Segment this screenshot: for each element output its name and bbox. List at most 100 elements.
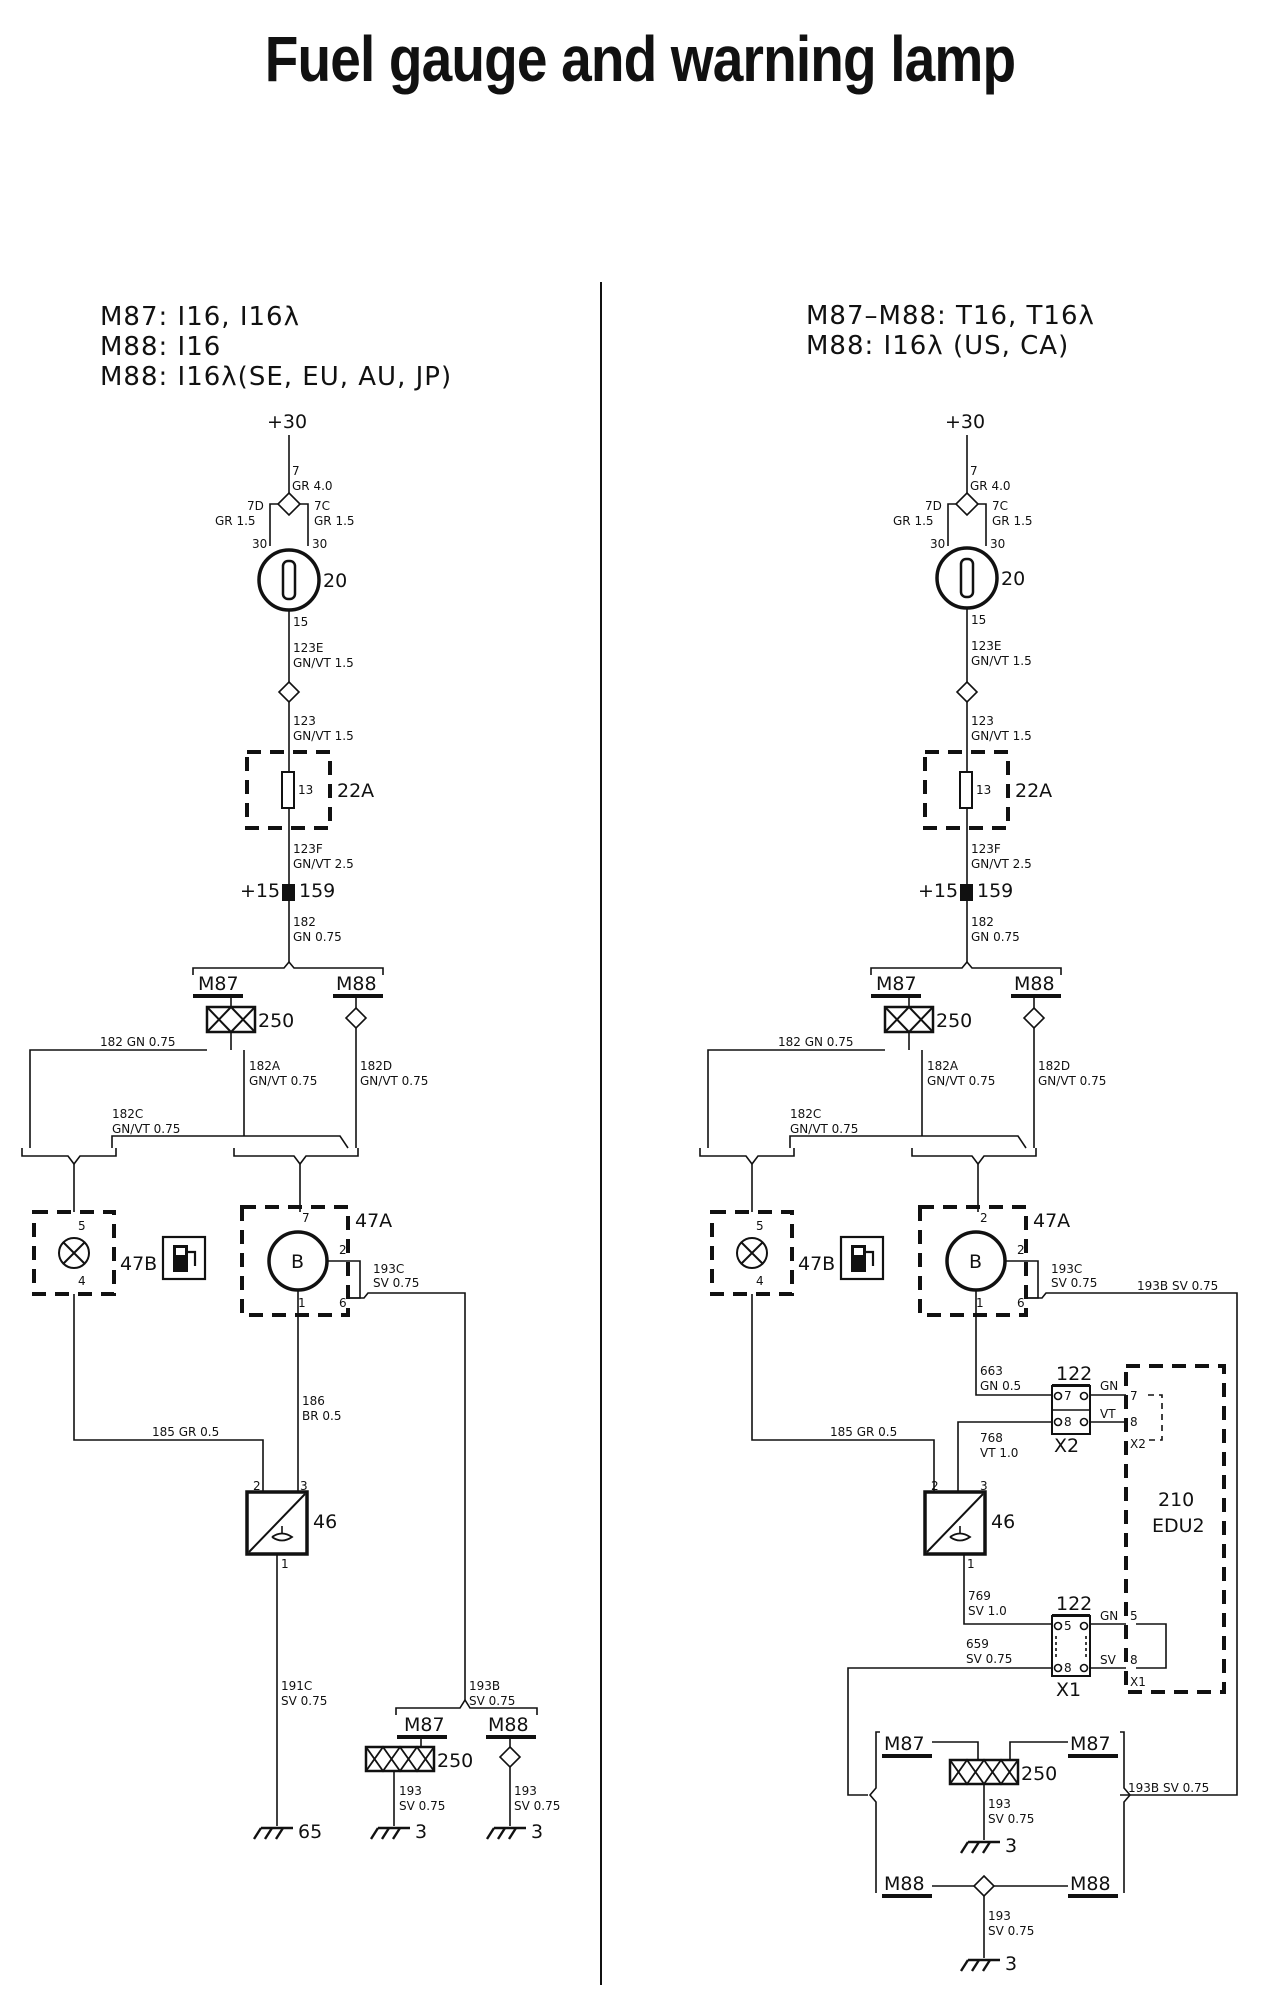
svg-text:182: 182 bbox=[971, 915, 994, 929]
svg-text:GR 1.5: GR 1.5 bbox=[893, 514, 934, 528]
svg-text:185 GR 0.5: 185 GR 0.5 bbox=[830, 1425, 897, 1439]
svg-text:4: 4 bbox=[78, 1274, 86, 1288]
svg-text:7: 7 bbox=[970, 464, 978, 478]
svg-text:GN/VT 2.5: GN/VT 2.5 bbox=[971, 857, 1032, 871]
svg-text:193: 193 bbox=[988, 1909, 1011, 1923]
svg-text:7: 7 bbox=[1064, 1389, 1072, 1403]
svg-text:47B: 47B bbox=[798, 1253, 835, 1275]
svg-text:M87: M87 bbox=[404, 1714, 445, 1736]
ign-terminal-label: +15 bbox=[240, 880, 280, 902]
svg-text:SV: SV bbox=[1100, 1653, 1117, 1667]
svg-text:GN/VT 0.75: GN/VT 0.75 bbox=[927, 1074, 995, 1088]
svg-text:22A: 22A bbox=[1015, 780, 1052, 802]
svg-text:663: 663 bbox=[980, 1364, 1003, 1378]
svg-text:182 GN 0.75: 182 GN 0.75 bbox=[778, 1035, 854, 1049]
ignition-switch-label: 20 bbox=[323, 570, 347, 592]
left-variant-line-2: M88: I16 bbox=[100, 332, 221, 362]
svg-text:SV 0.75: SV 0.75 bbox=[399, 1799, 445, 1813]
svg-text:SV 0.75: SV 0.75 bbox=[373, 1276, 419, 1290]
svg-text:7: 7 bbox=[302, 1211, 310, 1225]
ignition-switch bbox=[257, 548, 321, 612]
svg-text:6: 6 bbox=[339, 1296, 347, 1310]
svg-text:BR 0.5: BR 0.5 bbox=[302, 1409, 341, 1423]
svg-text:185 GR 0.5: 185 GR 0.5 bbox=[152, 1425, 219, 1439]
fuel-pump-icon bbox=[839, 1235, 885, 1281]
svg-text:182A: 182A bbox=[927, 1059, 959, 1073]
svg-text:GN 0.5: GN 0.5 bbox=[980, 1379, 1021, 1393]
sender-label: 46 bbox=[313, 1511, 337, 1533]
svg-text:182C: 182C bbox=[790, 1107, 821, 1121]
left-variant-line-1: M87: I16, I16λ bbox=[100, 302, 300, 332]
svg-text:30: 30 bbox=[990, 537, 1005, 551]
svg-text:GN/VT 1.5: GN/VT 1.5 bbox=[293, 656, 354, 670]
supply-terminal-label: +30 bbox=[267, 411, 307, 433]
svg-text:20: 20 bbox=[1001, 568, 1025, 590]
fuse-box-label: 22A bbox=[337, 780, 374, 802]
svg-text:182D: 182D bbox=[1038, 1059, 1070, 1073]
svg-text:182: 182 bbox=[293, 915, 316, 929]
page-title: Fuel gauge and warning lamp bbox=[264, 23, 1016, 95]
svg-text:X2: X2 bbox=[1054, 1435, 1079, 1457]
svg-text:5: 5 bbox=[78, 1219, 86, 1233]
right-variant-line-1: M87–M88: T16, T16λ bbox=[806, 301, 1095, 331]
svg-text:7: 7 bbox=[292, 464, 300, 478]
svg-text:GN/VT 0.75: GN/VT 0.75 bbox=[1038, 1074, 1106, 1088]
svg-text:X1: X1 bbox=[1056, 1679, 1081, 1701]
svg-text:65: 65 bbox=[298, 1821, 322, 1843]
right-circuit: M87–M88: T16, T16λ M88: I16λ (US, CA) +3… bbox=[699, 301, 1238, 1975]
svg-text:768: 768 bbox=[980, 1431, 1003, 1445]
svg-text:8: 8 bbox=[1130, 1653, 1138, 1667]
svg-text:193: 193 bbox=[988, 1797, 1011, 1811]
svg-text:SV 0.75: SV 0.75 bbox=[966, 1652, 1012, 1666]
svg-text:47A: 47A bbox=[1033, 1210, 1070, 1232]
svg-text:123E: 123E bbox=[971, 639, 1002, 653]
svg-text:+15: +15 bbox=[918, 880, 958, 902]
svg-text:2: 2 bbox=[339, 1243, 347, 1257]
svg-text:182C: 182C bbox=[112, 1107, 143, 1121]
svg-text:2: 2 bbox=[253, 1479, 261, 1493]
model-m88-label: M88 bbox=[336, 973, 377, 995]
svg-text:123: 123 bbox=[293, 714, 316, 728]
svg-text:182 GN 0.75: 182 GN 0.75 bbox=[100, 1035, 176, 1049]
left-circuit: M87: I16, I16λ M88: I16 M88: I16λ(SE, EU… bbox=[21, 302, 560, 1843]
svg-text:30: 30 bbox=[312, 537, 327, 551]
svg-text:1: 1 bbox=[976, 1296, 984, 1310]
svg-text:123: 123 bbox=[971, 714, 994, 728]
svg-text:250: 250 bbox=[936, 1010, 972, 1032]
svg-text:GN: GN bbox=[1100, 1609, 1118, 1623]
svg-text:GR 1.5: GR 1.5 bbox=[992, 514, 1033, 528]
fuel-gauge-47a bbox=[240, 1205, 350, 1317]
edu2-box-210 bbox=[1124, 1364, 1226, 1694]
svg-text:30: 30 bbox=[252, 537, 267, 551]
connector-250-ground bbox=[364, 1745, 436, 1773]
edu-number: 210 bbox=[1158, 1489, 1194, 1511]
svg-text:8: 8 bbox=[1130, 1415, 1138, 1429]
connector-x1 bbox=[1051, 1615, 1091, 1677]
svg-text:7D: 7D bbox=[925, 499, 942, 513]
svg-text:193: 193 bbox=[399, 1784, 422, 1798]
svg-text:SV 0.75: SV 0.75 bbox=[514, 1799, 560, 1813]
svg-text:GR 4.0: GR 4.0 bbox=[970, 479, 1011, 493]
svg-text:15: 15 bbox=[293, 615, 308, 629]
svg-text:GN/VT 0.75: GN/VT 0.75 bbox=[360, 1074, 428, 1088]
svg-text:1: 1 bbox=[281, 1557, 289, 1571]
svg-text:659: 659 bbox=[966, 1637, 989, 1651]
svg-text:GN 0.75: GN 0.75 bbox=[971, 930, 1020, 944]
warning-lamp-label: 47B bbox=[120, 1253, 157, 1275]
svg-text:186: 186 bbox=[302, 1394, 325, 1408]
svg-text:159: 159 bbox=[977, 880, 1013, 902]
svg-text:30: 30 bbox=[930, 537, 945, 551]
splice-diamond bbox=[276, 491, 302, 517]
svg-text:M87: M87 bbox=[876, 973, 917, 995]
svg-text:X2: X2 bbox=[1130, 1437, 1146, 1451]
svg-text:159: 159 bbox=[299, 880, 335, 902]
svg-text:193C: 193C bbox=[1051, 1262, 1082, 1276]
svg-text:193C: 193C bbox=[373, 1262, 404, 1276]
svg-text:4: 4 bbox=[756, 1274, 764, 1288]
svg-text:182D: 182D bbox=[360, 1059, 392, 1073]
svg-text:5: 5 bbox=[1130, 1609, 1138, 1623]
svg-text:GN: GN bbox=[1100, 1379, 1118, 1393]
svg-text:193B: 193B bbox=[469, 1679, 500, 1693]
svg-text:GN/VT 1.5: GN/VT 1.5 bbox=[971, 729, 1032, 743]
svg-text:M88: M88 bbox=[884, 1873, 925, 1895]
